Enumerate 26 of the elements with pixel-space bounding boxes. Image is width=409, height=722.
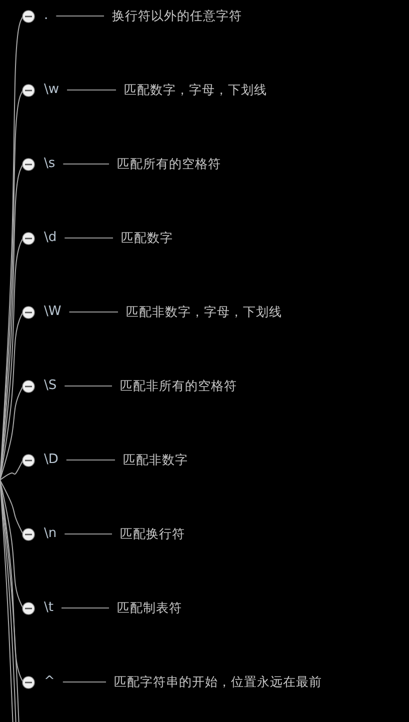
pattern-symbol: \W bbox=[44, 303, 62, 321]
branch-line bbox=[0, 312, 24, 480]
pattern-description: 匹配所有的空格符 bbox=[117, 155, 221, 173]
branch-line bbox=[0, 386, 24, 480]
pattern-symbol: \t bbox=[44, 599, 54, 617]
pattern-symbol: . bbox=[44, 7, 48, 25]
pattern-description: 匹配非所有的空格符 bbox=[120, 377, 237, 395]
branch-line bbox=[0, 480, 24, 608]
pattern-description: 匹配数字，字母，下划线 bbox=[124, 81, 267, 99]
pattern-description: 换行符以外的任意字符 bbox=[112, 7, 242, 25]
pattern-symbol: \d bbox=[44, 229, 57, 247]
branch-line bbox=[0, 480, 24, 534]
pattern-symbol: \w bbox=[44, 81, 60, 99]
pattern-description: 匹配字符串的开始，位置永远在最前 bbox=[114, 673, 322, 691]
pattern-description: 匹配数字 bbox=[121, 229, 173, 247]
pattern-description: 匹配非数字，字母，下划线 bbox=[126, 303, 282, 321]
branch-line bbox=[0, 480, 24, 682]
pattern-symbol: \s bbox=[44, 155, 56, 173]
pattern-symbol: ^ bbox=[44, 673, 55, 691]
branch-line bbox=[0, 460, 24, 480]
pattern-description: 匹配非数字 bbox=[123, 451, 188, 469]
pattern-symbol: \n bbox=[44, 525, 57, 543]
pattern-description: 匹配换行符 bbox=[120, 525, 185, 543]
pattern-symbol: \S bbox=[44, 377, 57, 395]
pattern-symbol: \D bbox=[44, 451, 58, 469]
pattern-description: 匹配制表符 bbox=[117, 599, 182, 617]
